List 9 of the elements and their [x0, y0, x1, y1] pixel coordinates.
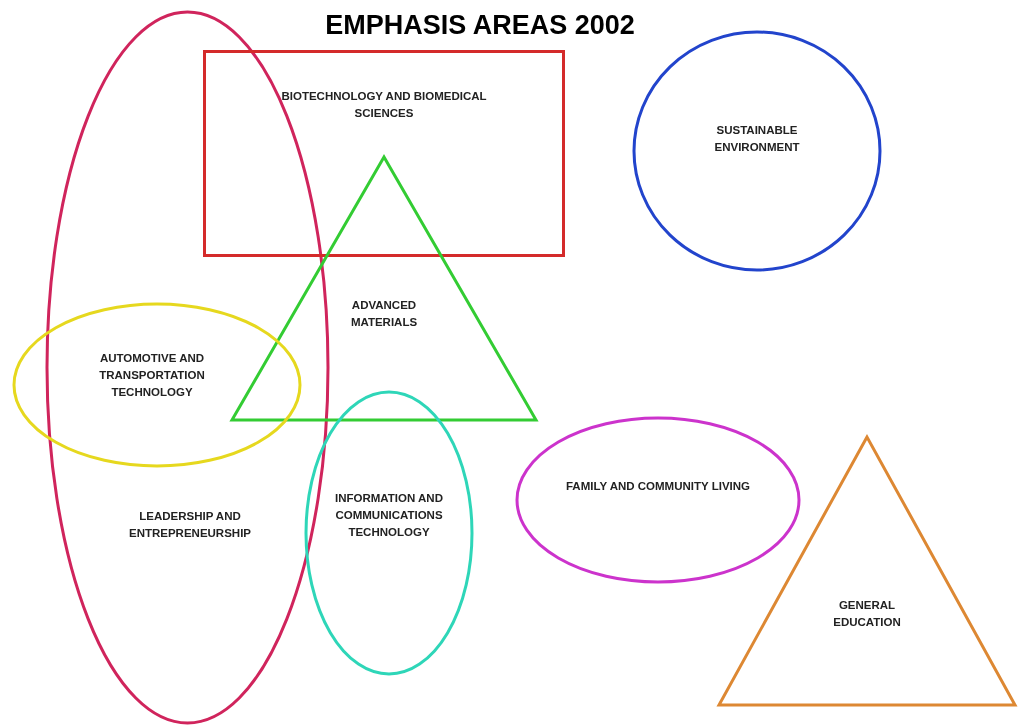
- area-label: GENERAL EDUCATION: [832, 598, 902, 630]
- area-label: AUTOMOTIVE AND TRANSPORTATION TECHNOLOGY: [98, 351, 206, 400]
- area-label: SUSTAINABLE ENVIRONMENT: [713, 123, 801, 155]
- area-label: BIOTECHNOLOGY AND BIOMEDICAL SCIENCES: [280, 89, 488, 121]
- area-label: INFORMATION AND COMMUNICATIONS TECHNOLOGY: [334, 491, 444, 540]
- area-label: ADVANCED MATERIALS: [349, 298, 419, 330]
- area-label: LEADERSHIP AND ENTREPRENEURSHIP: [127, 509, 253, 541]
- area-label: FAMILY AND COMMUNITY LIVING: [565, 479, 751, 494]
- diagram-title: EMPHASIS AREAS 2002: [324, 10, 636, 41]
